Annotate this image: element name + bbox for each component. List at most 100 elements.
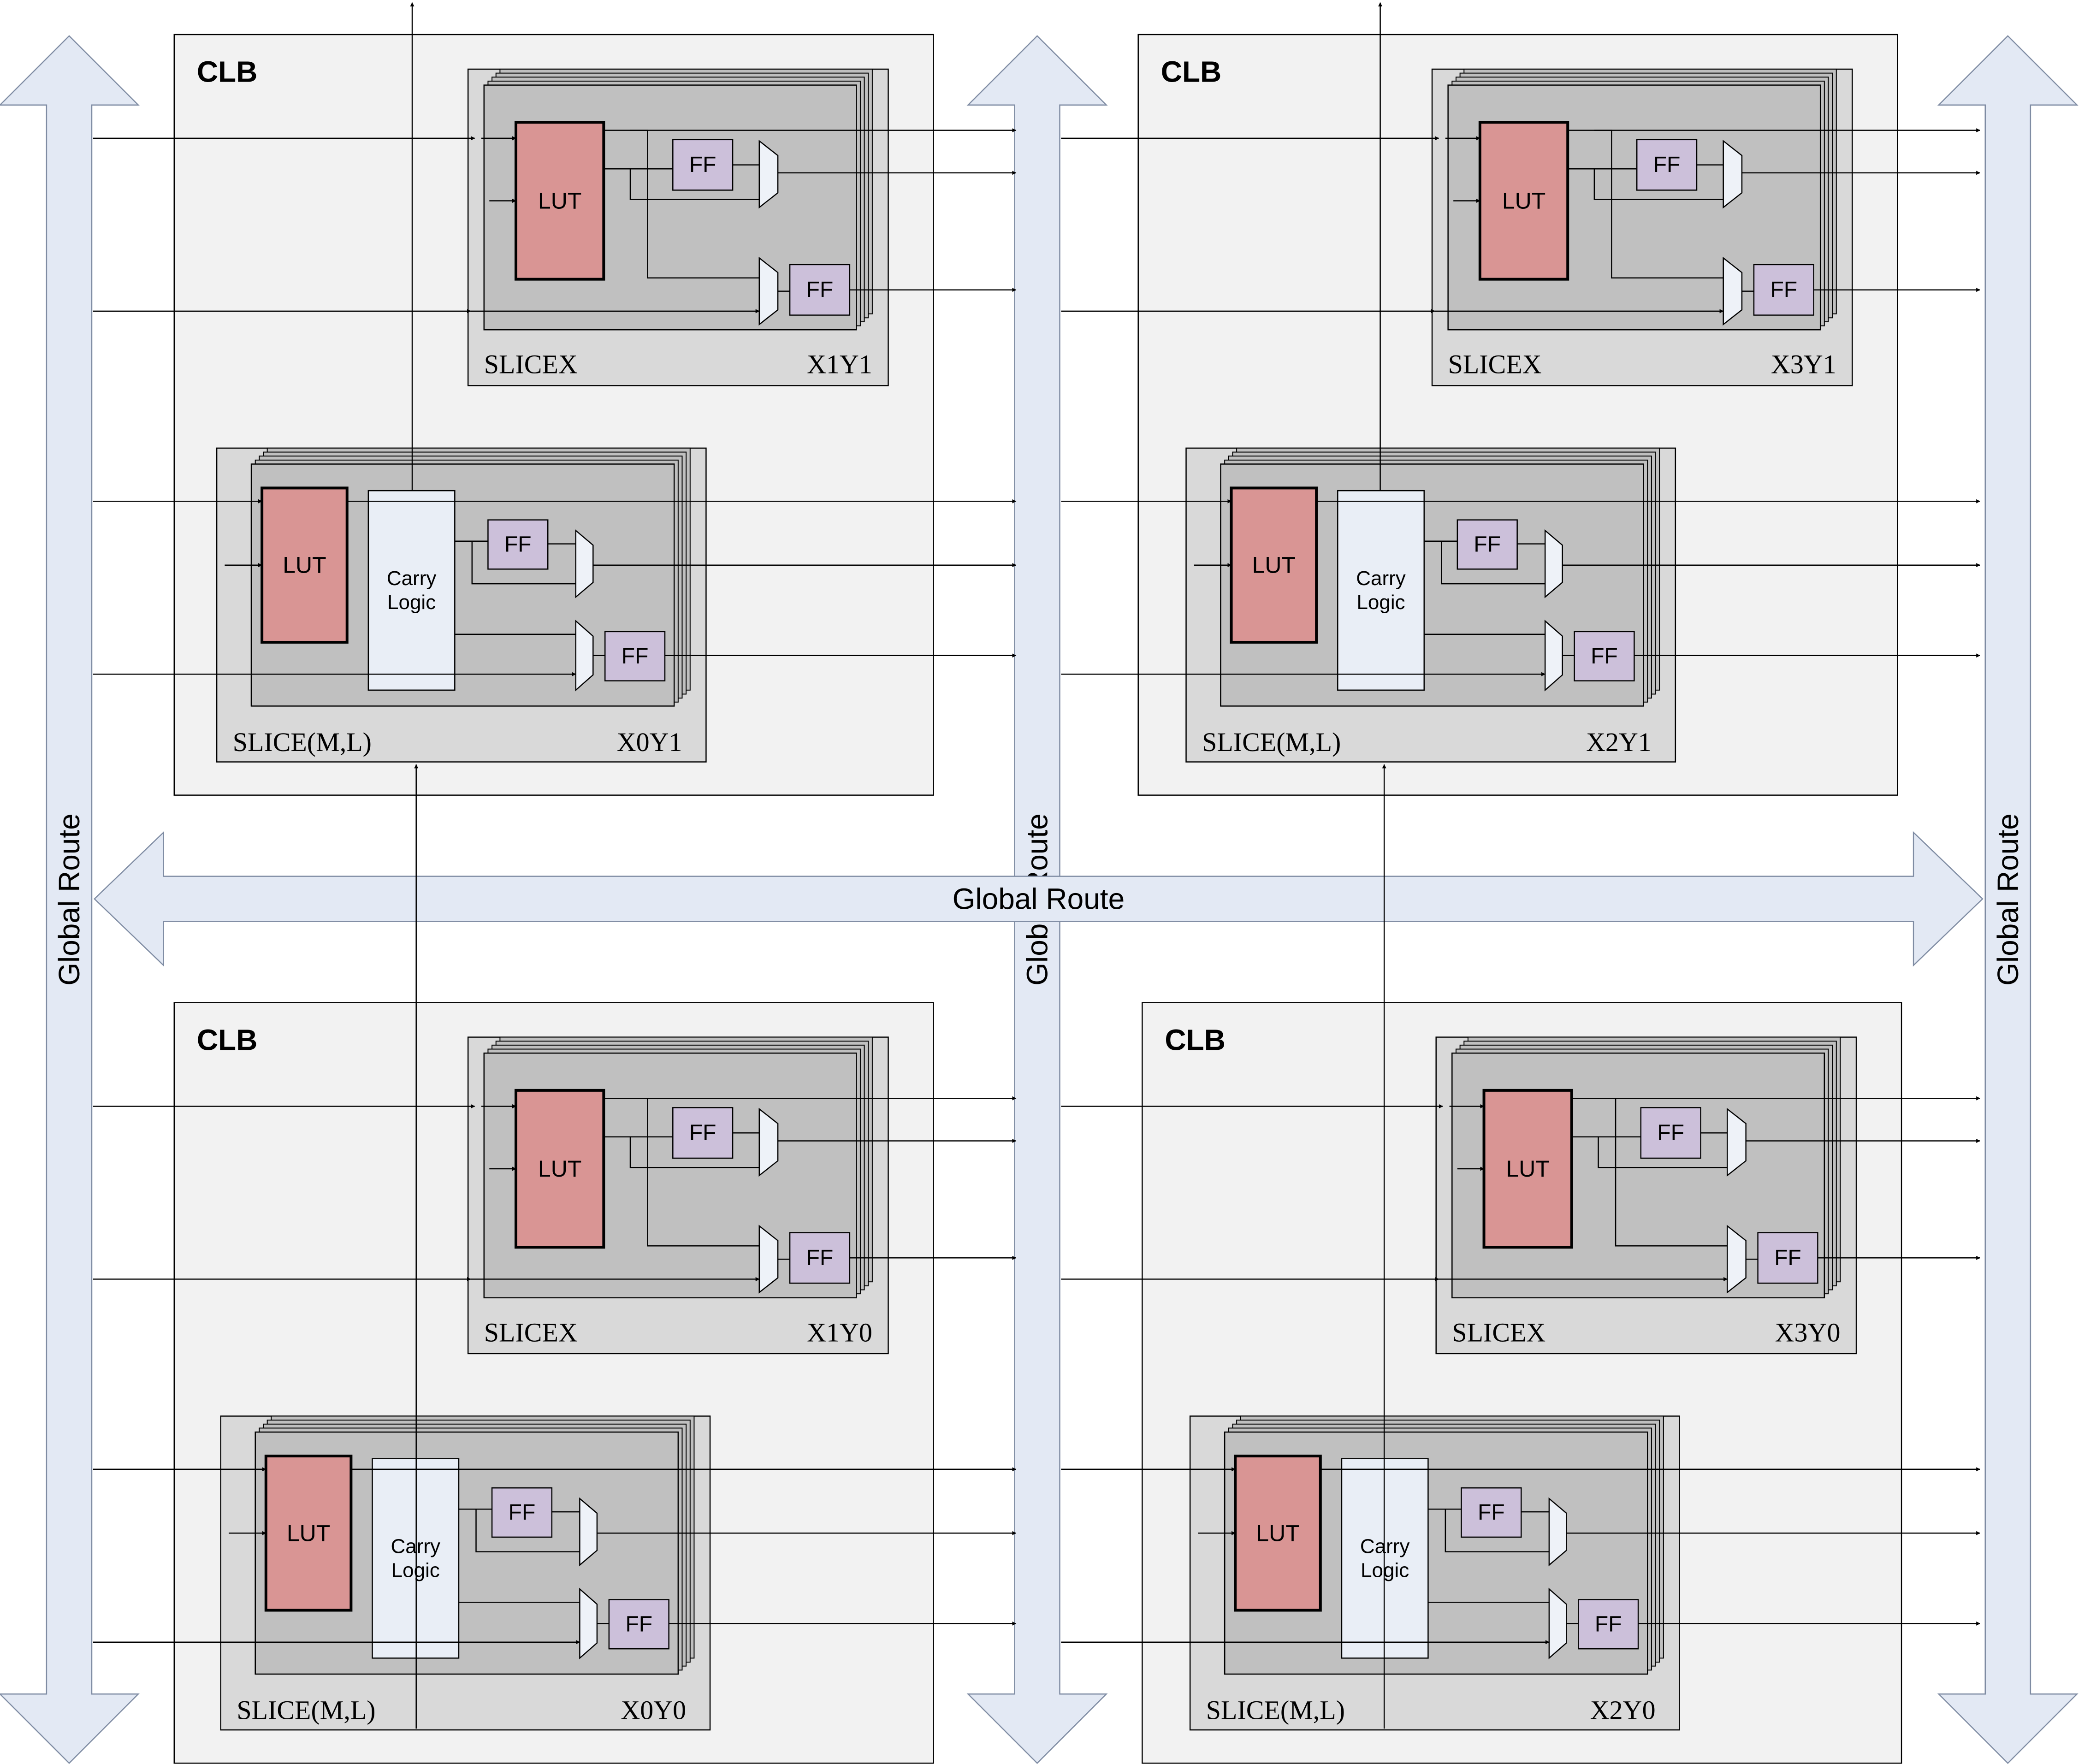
carry-label: Logic — [1356, 591, 1405, 614]
ff-block — [487, 519, 549, 570]
slice-type-label: SLICE(M,L) — [237, 1695, 375, 1725]
ff-block — [491, 1487, 553, 1538]
ff-block — [1757, 1232, 1818, 1284]
global-route-horizontal — [93, 831, 1983, 967]
ff-label: FF — [1774, 1246, 1801, 1270]
slice-type-label: SLICE(M,L) — [1202, 727, 1341, 757]
slice-type-label: SLICE(M,L) — [1206, 1695, 1345, 1725]
slice-type-label: SLICEX — [484, 349, 578, 379]
ff-block — [1753, 264, 1815, 316]
internal-wire — [1571, 1097, 1728, 1247]
lut-block — [1230, 486, 1318, 644]
lut-label: LUT — [287, 1520, 330, 1546]
slice-coord-label: X0Y1 — [617, 727, 682, 757]
ff-block — [608, 1599, 669, 1650]
ff-block — [672, 139, 734, 191]
slice-coord-label: X2Y0 — [1590, 1695, 1656, 1725]
mux — [1723, 140, 1743, 209]
clb-label: CLB — [197, 55, 258, 89]
slice-coord-label: X0Y0 — [621, 1695, 686, 1725]
ff-label: FF — [504, 532, 532, 556]
slice-type-label: SLICEX — [1452, 1317, 1545, 1347]
mux — [1723, 256, 1743, 326]
ff-block — [672, 1107, 734, 1159]
global-route-vertical — [1937, 35, 2078, 1764]
carry-logic-block — [1341, 1458, 1429, 1659]
mux — [758, 1225, 779, 1294]
ff-label: FF — [689, 1121, 716, 1145]
clb-label: CLB — [1161, 55, 1222, 89]
slice-type-label: SLICEX — [1448, 349, 1542, 379]
ff-block — [789, 264, 851, 316]
internal-wire — [1568, 168, 1723, 200]
lut-label: LUT — [283, 552, 326, 578]
global-route-vertical — [0, 35, 140, 1764]
mux — [1727, 1107, 1747, 1177]
carry-logic-block — [367, 490, 456, 691]
ff-block — [1636, 139, 1698, 191]
mux — [1727, 1225, 1747, 1294]
carry-label: Carry — [391, 1535, 440, 1558]
internal-wire — [475, 1509, 580, 1552]
ff-label: FF — [1474, 532, 1501, 556]
carry-label: Logic — [391, 1559, 440, 1582]
mux — [758, 140, 779, 209]
carry-label: Carry — [1356, 567, 1406, 590]
slice-coord-label: X3Y0 — [1775, 1317, 1841, 1347]
mux — [1544, 620, 1563, 692]
lut-label: LUT — [1252, 552, 1296, 578]
ff-label: FF — [689, 153, 716, 177]
ff-block — [1574, 631, 1635, 681]
lut-label: LUT — [1506, 1156, 1549, 1182]
ff-label: FF — [806, 278, 834, 302]
ff-label: FF — [1657, 1121, 1684, 1145]
internal-wire — [1441, 541, 1545, 585]
mux — [579, 1497, 598, 1567]
internal-wire — [1571, 1136, 1728, 1168]
carry-logic-block — [1337, 490, 1425, 691]
ff-block — [789, 1232, 851, 1284]
mux — [758, 256, 779, 326]
lut-label: LUT — [538, 188, 581, 213]
internal-wire — [1568, 130, 1723, 279]
mux — [1544, 529, 1563, 598]
global-route-label: Global Route — [1991, 813, 2025, 986]
clb-label: CLB — [197, 1023, 258, 1056]
lut-label: LUT — [1502, 188, 1545, 213]
clb-label: CLB — [1165, 1023, 1226, 1056]
internal-wire — [604, 1097, 759, 1247]
ff-label: FF — [806, 1246, 834, 1270]
carry-label: Logic — [1361, 1559, 1409, 1582]
ff-block — [1578, 1599, 1639, 1650]
ff-label: FF — [1591, 644, 1618, 669]
internal-wire — [471, 541, 576, 585]
ff-label: FF — [622, 644, 649, 669]
slice-coord-label: X3Y1 — [1771, 349, 1836, 379]
lut-label: LUT — [538, 1156, 581, 1182]
ff-block — [1461, 1487, 1522, 1538]
mux — [1548, 1587, 1567, 1660]
internal-wire — [604, 168, 759, 200]
lut-block — [1234, 1454, 1322, 1612]
global-route-label: Global Route — [53, 813, 86, 986]
lut-block — [260, 486, 349, 644]
lut-label: LUT — [1256, 1520, 1299, 1546]
global-route-label: Global Route — [953, 882, 1125, 916]
slice-type-label: SLICE(M,L) — [233, 727, 372, 757]
ff-block — [1640, 1107, 1701, 1159]
mux — [579, 1587, 598, 1660]
ff-label: FF — [509, 1500, 536, 1525]
slice-coord-label: X1Y1 — [807, 349, 872, 379]
slice-coord-label: X1Y0 — [807, 1317, 872, 1347]
carry-logic-block — [372, 1458, 460, 1659]
ff-label: FF — [625, 1612, 652, 1636]
carry-label: Carry — [387, 567, 437, 590]
carry-label: Logic — [387, 591, 436, 614]
internal-wire — [604, 1136, 759, 1168]
